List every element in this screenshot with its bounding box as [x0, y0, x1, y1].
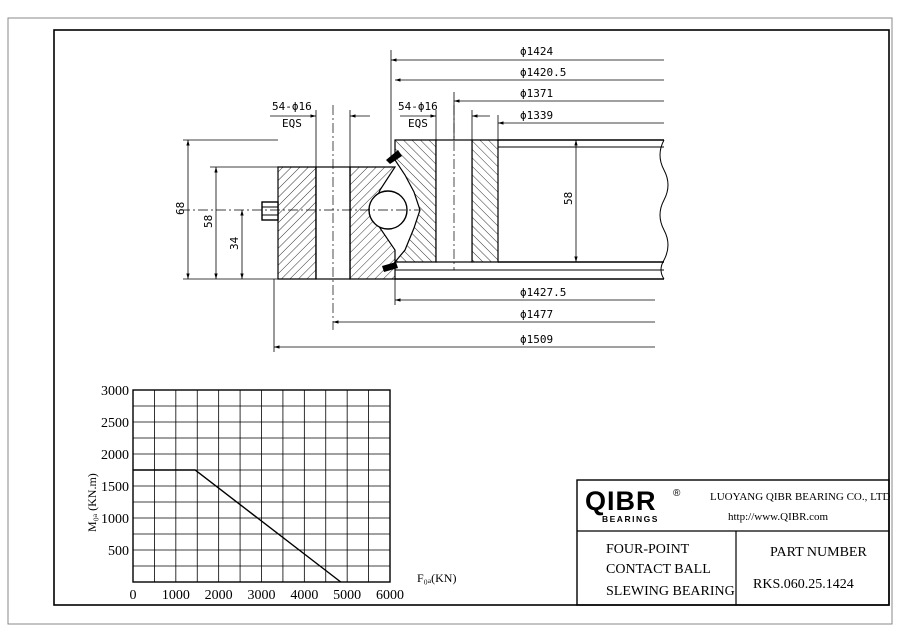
dim-1420-5: ϕ1420.5	[520, 66, 566, 79]
seal-top	[386, 150, 402, 164]
dim-1339: ϕ1339	[520, 109, 553, 122]
holes-left-count: 54-ϕ16	[272, 100, 312, 113]
chart-plot-area	[132, 389, 391, 583]
part-number-label: PART NUMBER	[770, 545, 867, 560]
y-tick-label: 2000	[101, 448, 129, 463]
chart-series	[133, 469, 342, 583]
dim-34: 34	[228, 236, 241, 250]
product-line-3: SLEWING BEARING	[606, 584, 735, 599]
y-tick-label: 3000	[101, 384, 129, 399]
dimension-labels: ϕ1424 ϕ1420.5 ϕ1371 ϕ1339 54-ϕ16 EQS 54-…	[174, 45, 575, 346]
dimensions	[183, 50, 664, 352]
x-tick-label: 3000	[248, 588, 276, 603]
x-tick-label: 6000	[376, 588, 404, 603]
product-line-1: FOUR-POINT	[606, 542, 690, 557]
break-line	[659, 139, 669, 280]
holes-left-eqs: EQS	[282, 117, 302, 130]
x-tick-label: 1000	[162, 588, 190, 603]
bearing-section	[180, 105, 669, 330]
x-tick-label: 2000	[205, 588, 233, 603]
x-tick-label: 0	[130, 588, 137, 603]
x-tick-label: 4000	[290, 588, 318, 603]
y-tick-label: 500	[108, 544, 129, 559]
load-chart: 500 1000 1500 2000 2500 3000 0 1000 2000 3000 400…	[85, 384, 456, 603]
dim-1509: ϕ1509	[520, 333, 553, 346]
dim-1371: ϕ1371	[520, 87, 553, 100]
holes-right-eqs: EQS	[408, 117, 428, 130]
x-tick-label: 5000	[333, 588, 361, 603]
dim-68: 68	[174, 202, 187, 215]
chart-y-label: M₀ₐ (KN.m)	[85, 473, 99, 532]
seal-bottom	[382, 262, 398, 272]
chart-grid	[133, 390, 390, 582]
y-tick-label: 1500	[101, 480, 129, 495]
bolt-head	[261, 201, 279, 221]
company-name: LUOYANG QIBR BEARING CO., LTD	[710, 491, 891, 503]
holes-right-count: 54-ϕ16	[398, 100, 438, 113]
chart-y-ticks: 500 1000 1500 2000 2500 3000	[101, 384, 129, 559]
dim-58-left: 58	[202, 215, 215, 228]
part-number: RKS.060.25.1424	[753, 577, 854, 592]
dim-58-right: 58	[562, 192, 575, 205]
y-tick-label: 2500	[101, 416, 129, 431]
dim-1477: ϕ1477	[520, 308, 553, 321]
y-tick-label: 1000	[101, 512, 129, 527]
chart-x-label: F₀ₐ(KN)	[417, 571, 456, 585]
dim-1427-5: ϕ1427.5	[520, 286, 566, 299]
page-border	[7, 17, 893, 625]
logo: QIBR ® BEARINGS	[585, 486, 681, 524]
chart-x-ticks: 0 1000 2000 3000 4000 5000 6000	[130, 588, 405, 603]
company-url: http://www.QIBR.com	[728, 511, 829, 523]
logo-text: QIBR	[585, 486, 657, 516]
dim-1424: ϕ1424	[520, 45, 553, 58]
drawing-frame	[53, 29, 890, 606]
load-curve-line	[133, 469, 342, 583]
registered-mark: ®	[673, 488, 681, 499]
title-block	[576, 479, 890, 606]
logo-subtitle: BEARINGS	[602, 514, 659, 524]
product-line-2: CONTACT BALL	[606, 562, 711, 577]
